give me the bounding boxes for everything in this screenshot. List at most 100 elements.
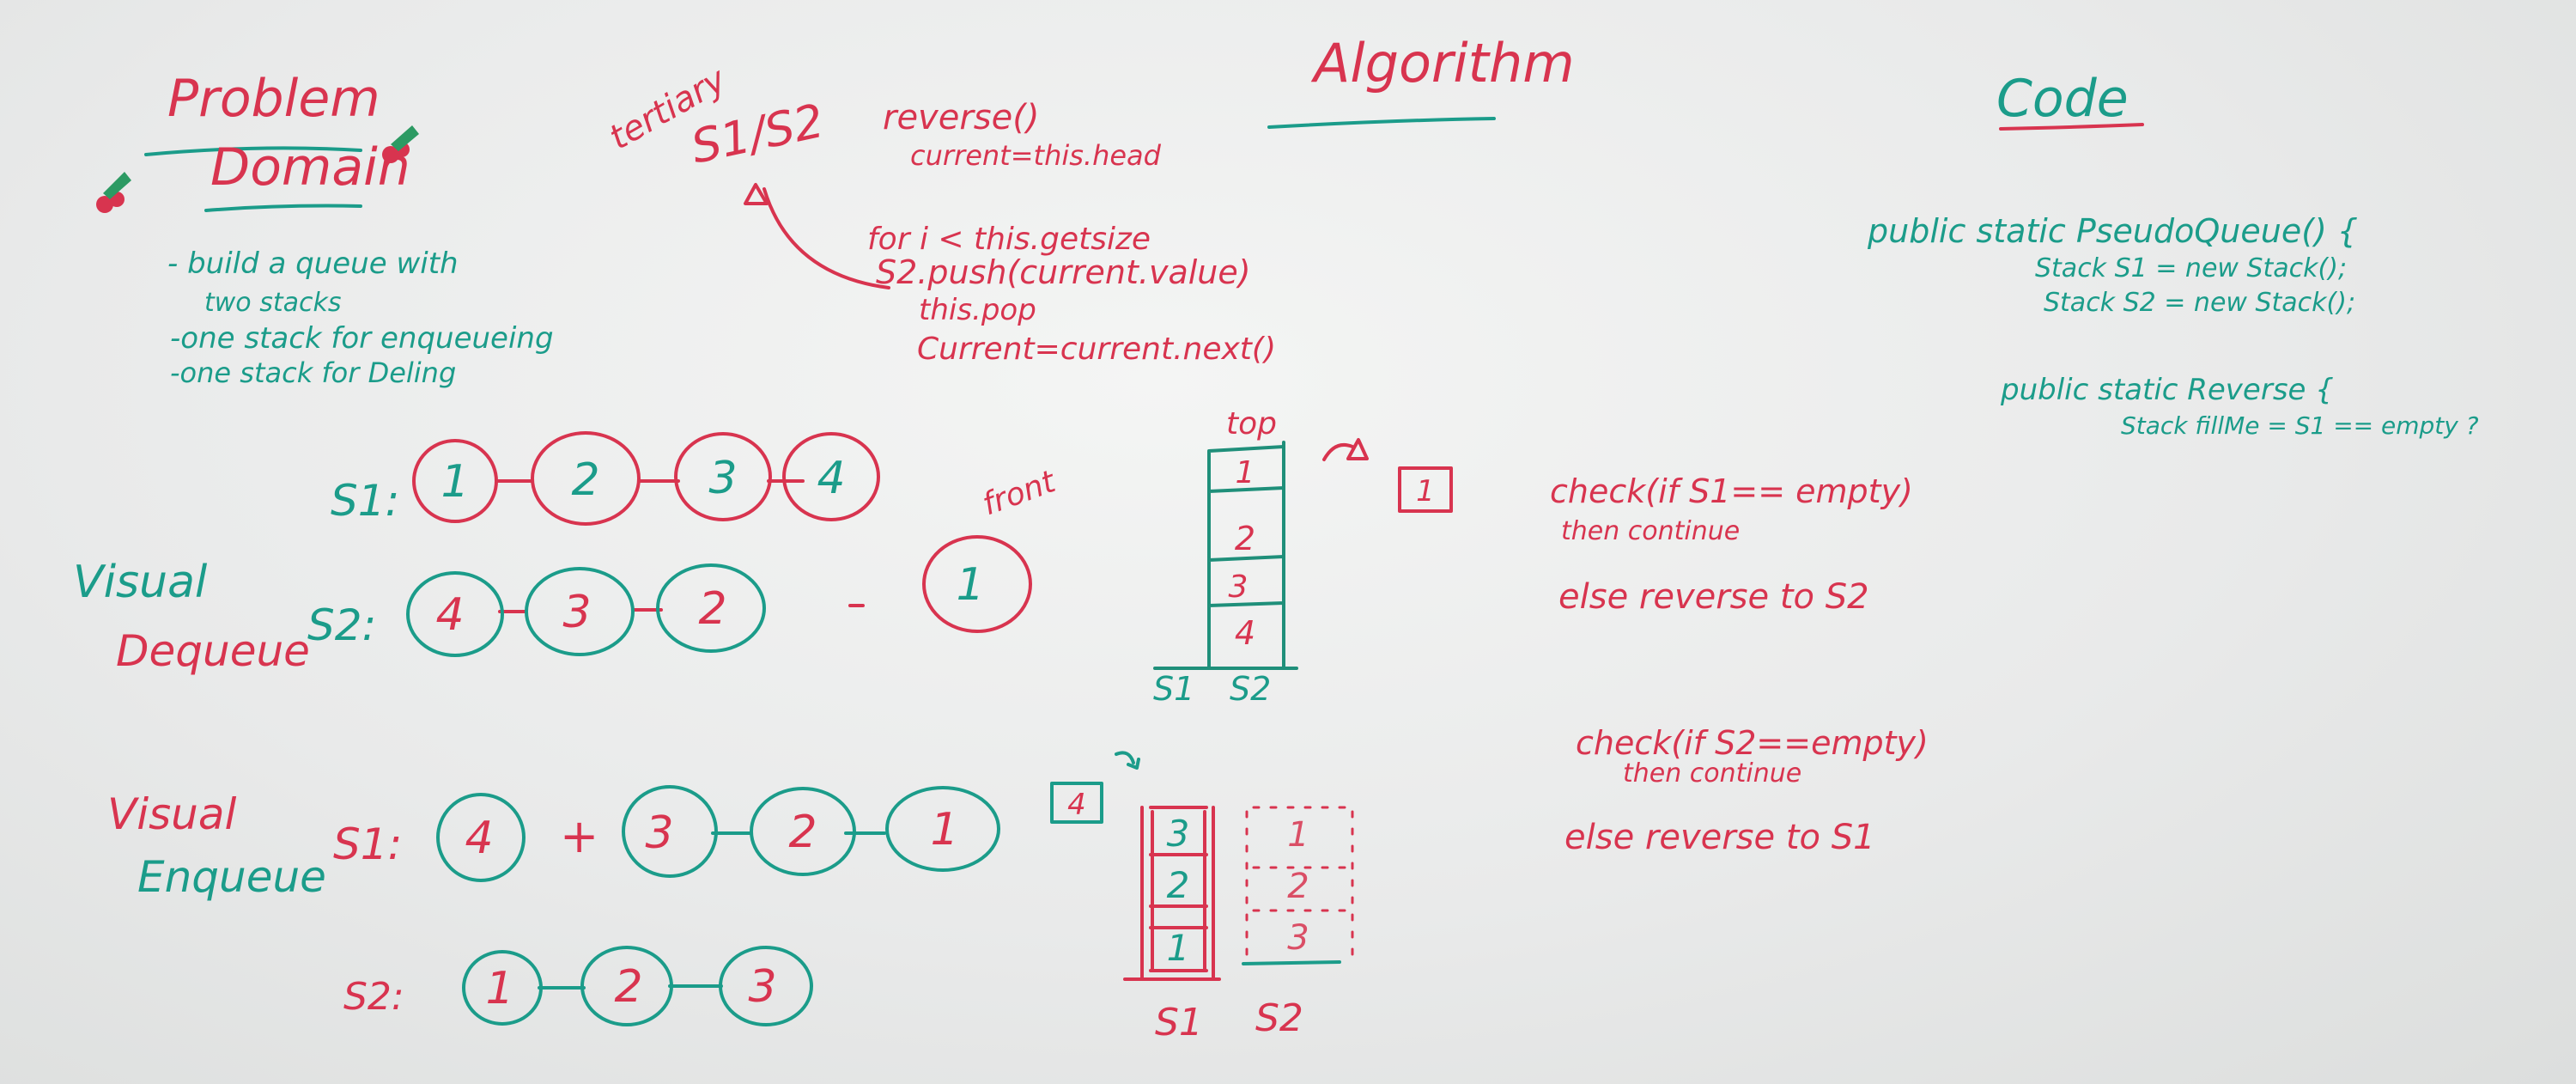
dequeue-label-line1: Visual — [73, 557, 208, 608]
enqueue-stack-s2-base — [1242, 960, 1341, 965]
enqueue-s1-new-value: 4 — [465, 813, 493, 864]
check-line-2: then continue — [1561, 516, 1740, 546]
pop-arrow — [1322, 442, 1354, 461]
enqueue-stack-s1: 3 2 1 S1 — [1123, 806, 1221, 1044]
enqueue-s2-label: S2: — [343, 975, 404, 1019]
pseudo-line-4: S2.push(current.value) — [876, 253, 1251, 291]
dequeue-s1-label: S1: — [331, 476, 399, 526]
enqueue-s2-node — [719, 946, 813, 1026]
arrowhead-icon — [744, 183, 769, 205]
front-node-value: 1 — [956, 559, 984, 611]
enqueue-label-line2: Enqueue — [137, 852, 326, 902]
enqueue-s1-label: S1: — [333, 819, 402, 869]
enqueue-s2-value: 3 — [748, 961, 776, 1013]
front-node — [922, 535, 1032, 633]
enqueue-stack-s2-item: 1 — [1287, 815, 1309, 855]
problem-note-3: -one stack for enqueueing — [170, 321, 554, 356]
pseudo-line-6: Current=current.next() — [917, 332, 1276, 367]
enqueue-stack-s2-item: 3 — [1287, 918, 1309, 958]
dequeue-s1-node — [674, 432, 772, 521]
enqueue-s1-node — [622, 785, 718, 878]
dequeue-s1-node — [782, 432, 880, 521]
pushed-box-value: 4 — [1067, 788, 1086, 822]
dequeue-s1-node — [531, 431, 641, 526]
enqueue-s2-value: 1 — [485, 963, 513, 1014]
algorithm-underline — [1267, 117, 1496, 129]
problem-underline-2 — [204, 204, 362, 212]
tertiary-curve-arrow — [762, 187, 890, 289]
dequeue-s1-value: 2 — [571, 454, 599, 506]
dequeue-stack-frame — [1153, 441, 1298, 670]
dequeue-stack-s1: S1 — [1153, 670, 1194, 708]
problem-note-2: two stacks — [204, 288, 341, 318]
check-line-3: else reverse to S2 — [1558, 577, 1869, 617]
code-line-4: public static Reverse { — [2000, 373, 2334, 407]
enqueue-label-line1: Visual — [107, 789, 236, 839]
dequeue-stack-s2: S2 — [1230, 670, 1271, 708]
pseudo-line-1: reverse() — [883, 98, 1039, 137]
dequeue-stack-item: 3 — [1229, 569, 1249, 605]
enqueue-s1-node — [885, 786, 1000, 872]
popped-box — [1398, 466, 1453, 513]
enqueue-s1-value: 3 — [645, 807, 673, 859]
dequeue-stack-item: 4 — [1235, 614, 1255, 652]
popped-box-value: 1 — [1416, 474, 1435, 509]
code-line-2: Stack S1 = new Stack(); — [2035, 253, 2347, 283]
dequeue-s2-value: 2 — [698, 583, 726, 635]
enqueue-stack-s1-item: 1 — [1167, 927, 1190, 969]
dequeue-s1-value: 4 — [817, 453, 845, 504]
enqueue-s2-list: 1 2 3 — [462, 946, 813, 1026]
enqueue-s2-value: 2 — [614, 961, 642, 1013]
push-arrowhead-icon — [1127, 758, 1140, 770]
pseudo-line-3: for i < this.getsize — [867, 222, 1151, 257]
code-line-1: public static PseudoQueue() { — [1867, 212, 2358, 250]
enqueue-s2-node — [580, 946, 673, 1026]
dequeue-label-line2: Dequeue — [116, 626, 310, 676]
holly-right-icon — [382, 125, 419, 163]
problem-underline-1 — [144, 146, 362, 156]
pop-arrowhead-icon — [1346, 438, 1369, 460]
stack-top-label: top — [1226, 406, 1277, 442]
enqueue-stack-s1-frame — [1123, 806, 1221, 981]
dequeue-s1-list: 1 2 3 4 — [412, 431, 880, 526]
push-arrow — [1115, 751, 1135, 764]
dequeue-stack-item: 2 — [1235, 520, 1255, 557]
enqueue-stack-s1-item: 3 — [1167, 813, 1190, 855]
code-heading: Code — [1996, 69, 2129, 129]
enqueue-stack-s2: 1 2 3 S2 — [1242, 806, 1354, 1040]
enqueue-s1-value: 2 — [788, 807, 817, 858]
front-label: front — [978, 464, 1061, 523]
check-line-6: else reverse to S1 — [1564, 818, 1875, 857]
enqueue-plus: + — [560, 809, 598, 863]
holly-left-icon — [96, 172, 131, 213]
enqueue-stack-s2-frame — [1245, 806, 1354, 964]
code-line-5: Stack fillMe = S1 == empty ? — [2121, 411, 2479, 440]
code-line-3: Stack S2 = new Stack(); — [2044, 288, 2355, 318]
dequeue-s2-value: 4 — [435, 589, 464, 641]
pseudo-line-5: this.pop — [919, 293, 1036, 327]
dequeue-s2-node — [525, 567, 635, 656]
dequeue-stack-item: 1 — [1236, 455, 1255, 490]
dequeue-s2-list: 4 3 2 — [406, 563, 865, 657]
enqueue-s2-links — [538, 984, 723, 990]
code-underline — [1999, 123, 2144, 131]
dequeue-s2-links — [498, 604, 865, 613]
check-line-5: then continue — [1623, 758, 1801, 789]
dequeue-s2-label: S2: — [307, 600, 376, 650]
enqueue-s1-value: 1 — [930, 804, 958, 856]
dequeue-s1-value: 3 — [708, 453, 737, 504]
problem-heading-line2: Domain — [210, 137, 410, 198]
dequeue-s2-node — [406, 571, 504, 657]
enqueue-stack-s2-item: 2 — [1287, 867, 1309, 906]
dequeue-s1-value: 1 — [440, 456, 469, 508]
enqueue-stack-s2-label: S2 — [1255, 996, 1303, 1040]
dequeue-s2-value: 3 — [562, 587, 591, 638]
problem-heading-line1: Problem — [167, 69, 380, 129]
dequeue-stack: 1 2 3 4 S1 S2 — [1153, 441, 1298, 708]
check-line-4: check(if S2==empty) — [1576, 724, 1929, 762]
enqueue-s1-node — [750, 787, 856, 876]
problem-note-4: -one stack for Deling — [170, 356, 456, 389]
enqueue-stack-s1-item: 2 — [1167, 864, 1190, 906]
